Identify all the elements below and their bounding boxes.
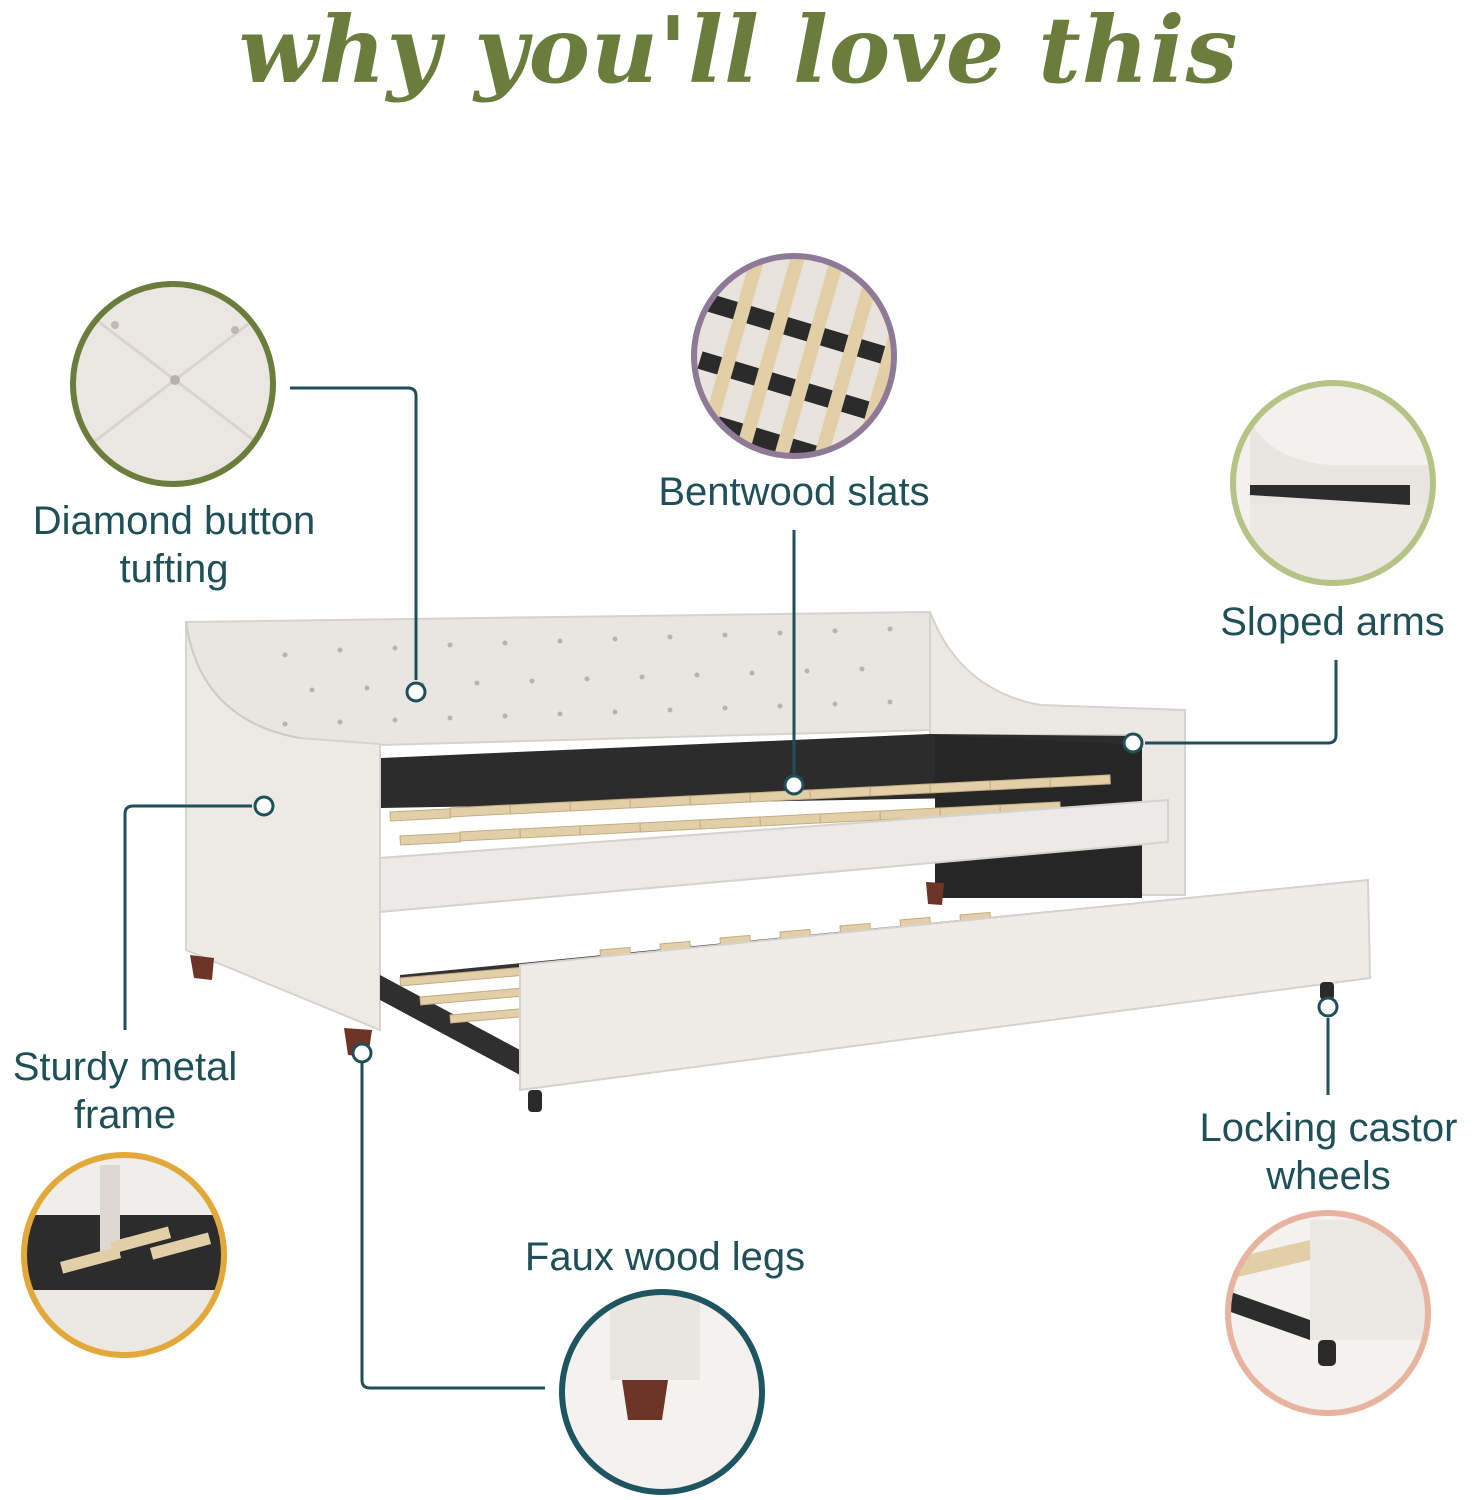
leader-lines <box>123 386 1338 1390</box>
legs-detail-circle <box>559 1289 765 1495</box>
label-bentwood-slats: Bentwood slats <box>658 470 930 514</box>
tufting-buttons <box>282 626 893 727</box>
page-title: why you'll love this <box>238 0 1239 104</box>
label-sloped-arms: Sloped arms <box>1220 600 1445 644</box>
daybed <box>185 610 1186 1057</box>
label-locking-castor-wheels: Locking castor wheels <box>1199 1106 1458 1198</box>
arms-detail-circle <box>1230 380 1436 586</box>
castors-detail-circle <box>1225 1210 1431 1416</box>
frame-detail-circle <box>21 1152 227 1358</box>
trundle <box>380 878 1372 1112</box>
castor-wheels <box>528 982 1334 1112</box>
label-diamond-tufting: Diamond button tufting <box>32 499 316 591</box>
slats-detail-circle <box>691 253 897 459</box>
callout-dots <box>253 681 1339 1064</box>
tufting-detail-circle <box>70 281 276 487</box>
label-sturdy-metal-frame: Sturdy metal frame <box>12 1045 238 1137</box>
label-faux-wood-legs: Faux wood legs <box>524 1235 806 1279</box>
